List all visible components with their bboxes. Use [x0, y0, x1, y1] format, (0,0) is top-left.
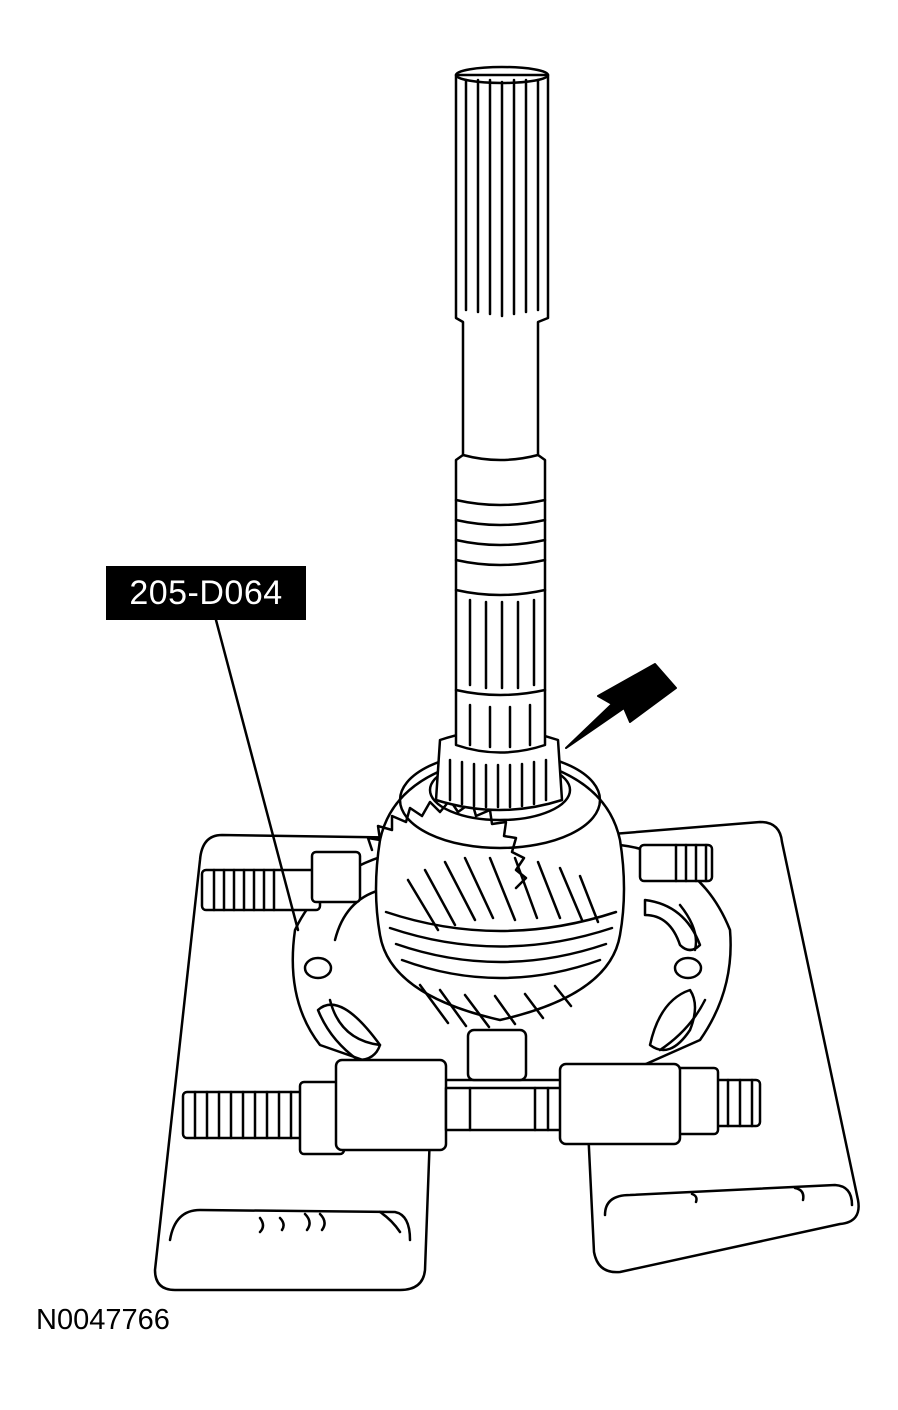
cross-bars	[334, 1058, 682, 1152]
callout-leader-line	[214, 618, 300, 932]
figure-id: N0047766	[36, 1304, 170, 1336]
pointer-arrow-icon	[565, 663, 677, 749]
helical-gear	[366, 750, 626, 1029]
special-tool-label: 205-D064	[106, 566, 306, 620]
output-shaft	[454, 65, 550, 754]
lower-shaft-stub	[466, 1028, 528, 1082]
right-rods	[638, 843, 762, 1136]
